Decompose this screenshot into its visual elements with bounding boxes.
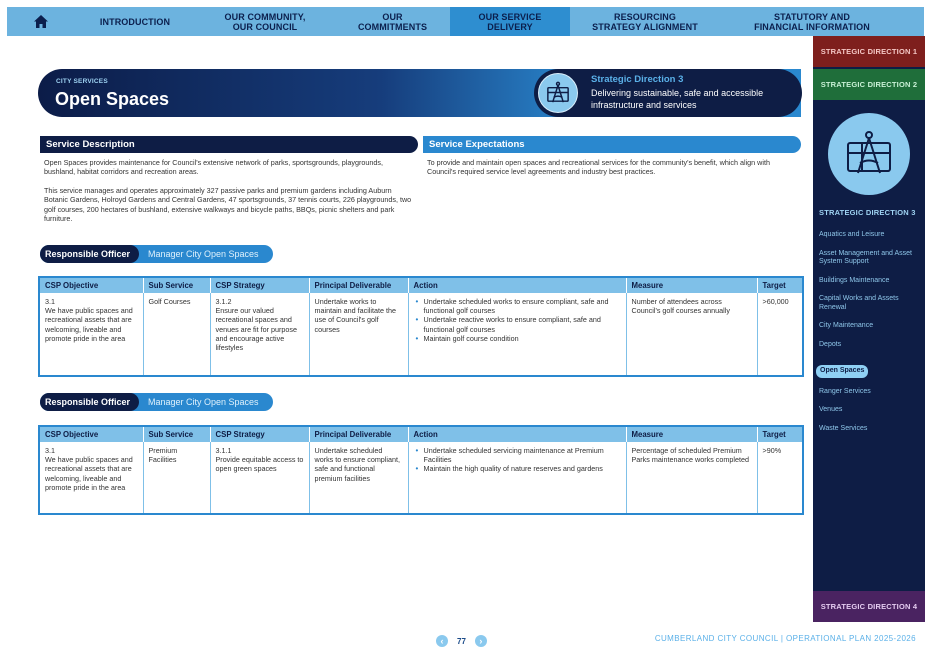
table-row: 3.1 We have public spaces and recreation…: [39, 293, 803, 376]
csp-objective-cell: 3.1 We have public spaces and recreation…: [39, 293, 144, 376]
target-cell: >90%: [762, 446, 782, 455]
service-table-premium-facilities: CSP Objective Sub Service CSP Strategy P…: [38, 425, 804, 515]
csp-strategy-cell: 3.1.1 Provide equitable access to open g…: [210, 442, 310, 514]
service-description-paragraph-2: This service manages and operates approx…: [44, 186, 412, 223]
service-list: Aquatics and Leisure Asset Management an…: [813, 231, 925, 433]
action-cell: Undertake scheduled servicing maintenanc…: [408, 442, 627, 514]
list-item: Undertake reactive works to ensure compl…: [414, 315, 621, 333]
strategic-direction-description: Delivering sustainable, safe and accessi…: [591, 88, 764, 110]
strategy-number: 3.1.1: [215, 446, 232, 455]
sidebar-item-city-maintenance[interactable]: City Maintenance: [819, 322, 874, 329]
infrastructure-compass-icon: [538, 73, 578, 113]
category-label: CITY SERVICES: [56, 78, 108, 85]
principal-deliverable-cell: Undertake works to maintain and facilita…: [309, 293, 409, 376]
sidebar-item-depots[interactable]: Depots: [819, 340, 842, 348]
strategic-direction-2-tab[interactable]: STRATEGIC DIRECTION 2: [813, 69, 925, 100]
sidebar-item-waste-services[interactable]: Waste Services: [819, 424, 868, 432]
sidebar-item-aquatics[interactable]: Aquatics and Leisure: [819, 231, 885, 238]
sidebar-item-buildings-maintenance[interactable]: Buildings Maintenance: [819, 276, 890, 284]
table-header-row: CSP Objective Sub Service CSP Strategy P…: [39, 277, 803, 293]
column-header: Action: [408, 277, 627, 293]
nav-our-commitments[interactable]: OUR COMMITMENTS: [357, 11, 428, 32]
sub-service-cell: Premium Facilities: [143, 442, 211, 514]
strategy-text: Ensure our valued recreational spaces an…: [215, 306, 298, 353]
nav-introduction[interactable]: INTRODUCTION: [99, 16, 171, 27]
responsible-officer-value: Manager City Open Spaces: [148, 249, 259, 259]
measure-cell: Percentage of scheduled Premium Parks ma…: [626, 442, 758, 514]
list-item: Maintain the high quality of nature rese…: [414, 464, 621, 473]
page-navigation: ‹ 77 ›: [436, 635, 487, 647]
nav-resourcing-strategy[interactable]: RESOURCING STRATEGY ALIGNMENT: [592, 11, 698, 32]
strategic-direction-title: Strategic Direction 3: [591, 74, 684, 85]
table-header-row: CSP Objective Sub Service CSP Strategy P…: [39, 426, 803, 442]
previous-page-button[interactable]: ‹: [436, 635, 448, 647]
page-number: 77: [457, 636, 466, 646]
strategic-direction-3-label[interactable]: STRATEGIC DIRECTION 3: [819, 208, 916, 217]
sidebar-item-open-spaces[interactable]: Open Spaces: [816, 365, 869, 378]
service-expectations-heading: Service Expectations: [423, 136, 801, 153]
list-item: Undertake scheduled works to ensure comp…: [414, 297, 621, 315]
service-expectations-paragraph: To provide and maintain open spaces and …: [427, 158, 770, 177]
column-header: CSP Strategy: [210, 426, 310, 442]
strategic-direction-1-tab[interactable]: STRATEGIC DIRECTION 1: [813, 36, 925, 67]
objective-number: 3.1: [45, 446, 55, 455]
nav-statutory-financial[interactable]: STATUTORY AND FINANCIAL INFORMATION: [754, 11, 870, 32]
chevron-left-icon: ‹: [440, 636, 444, 646]
column-header: Principal Deliverable: [309, 277, 409, 293]
nav-our-service-delivery[interactable]: OUR SERVICE DELIVERY: [450, 7, 570, 36]
csp-objective-cell: 3.1 We have public spaces and recreation…: [39, 442, 144, 514]
page-title-banner: CITY SERVICES Open Spaces Strategic Dire…: [38, 69, 802, 117]
column-header: Sub Service: [143, 277, 211, 293]
home-button[interactable]: [7, 7, 75, 36]
top-navigation: INTRODUCTION OUR COMMUNITY, OUR COUNCIL …: [7, 7, 924, 36]
list-item: Maintain golf course condition: [414, 334, 621, 343]
principal-deliverable-cell: Undertake scheduled works to ensure comp…: [309, 442, 409, 514]
column-header: CSP Strategy: [210, 277, 310, 293]
footer-organisation-label: CUMBERLAND CITY COUNCIL | OPERATIONAL PL…: [654, 634, 916, 643]
column-header: Action: [408, 426, 627, 442]
strategic-direction-4-tab[interactable]: STRATEGIC DIRECTION 4: [813, 591, 925, 622]
measure-cell: Number of attendees across Council's gol…: [626, 293, 758, 376]
responsible-officer-label: Responsible Officer: [40, 393, 139, 411]
sub-service-cell: Golf Courses: [143, 293, 211, 376]
objective-text: We have public spaces and recreational a…: [45, 306, 133, 343]
objective-number: 3.1: [45, 297, 55, 306]
sidebar-item-ranger-services[interactable]: Ranger Services: [819, 387, 871, 395]
target-cell: >60,000: [762, 297, 789, 306]
column-header: Sub Service: [143, 426, 211, 442]
table-row: 3.1 We have public spaces and recreation…: [39, 442, 803, 514]
sidebar-item-venues[interactable]: Venues: [819, 406, 843, 413]
sidebar-item-capital-works[interactable]: Capital Works and Assets Renewal: [819, 295, 899, 311]
list-item: Undertake scheduled servicing maintenanc…: [414, 446, 621, 464]
responsible-officer-badge: Responsible Officer Manager City Open Sp…: [40, 393, 273, 411]
service-description-paragraph-1: Open Spaces provides maintenance for Cou…: [44, 158, 383, 177]
home-icon: [34, 15, 48, 28]
strategic-direction-box: Strategic Direction 3 Delivering sustain…: [534, 69, 802, 117]
column-header: CSP Objective: [39, 277, 144, 293]
column-header: Measure: [626, 426, 758, 442]
csp-strategy-cell: 3.1.2 Ensure our valued recreational spa…: [210, 293, 310, 376]
responsible-officer-value: Manager City Open Spaces: [148, 397, 259, 407]
objective-text: We have public spaces and recreational a…: [45, 455, 133, 492]
service-table-golf-courses: CSP Objective Sub Service CSP Strategy P…: [38, 276, 804, 377]
responsible-officer-badge: Responsible Officer Manager City Open Sp…: [40, 245, 273, 263]
sidebar-item-asset-management[interactable]: Asset Management and Asset System Suppor…: [819, 249, 912, 266]
strategy-text: Provide equitable access to open green s…: [215, 455, 304, 474]
next-page-button[interactable]: ›: [474, 635, 487, 647]
page-title: Open Spaces: [55, 89, 170, 109]
column-header: Principal Deliverable: [309, 426, 409, 442]
column-header: Target: [757, 277, 803, 293]
responsible-officer-label: Responsible Officer: [40, 245, 139, 263]
action-cell: Undertake scheduled works to ensure comp…: [408, 293, 627, 376]
service-description-heading: Service Description: [40, 136, 418, 153]
infrastructure-compass-icon: [828, 113, 910, 195]
column-header: CSP Objective: [39, 426, 144, 442]
strategic-direction-sidebar: STRATEGIC DIRECTION 1 STRATEGIC DIRECTIO…: [813, 36, 925, 622]
column-header: Target: [757, 426, 803, 442]
chevron-right-icon: ›: [479, 636, 483, 646]
column-header: Measure: [626, 277, 758, 293]
nav-our-community[interactable]: OUR COMMUNITY, OUR COUNCIL: [224, 11, 306, 32]
strategy-number: 3.1.2: [215, 297, 232, 306]
